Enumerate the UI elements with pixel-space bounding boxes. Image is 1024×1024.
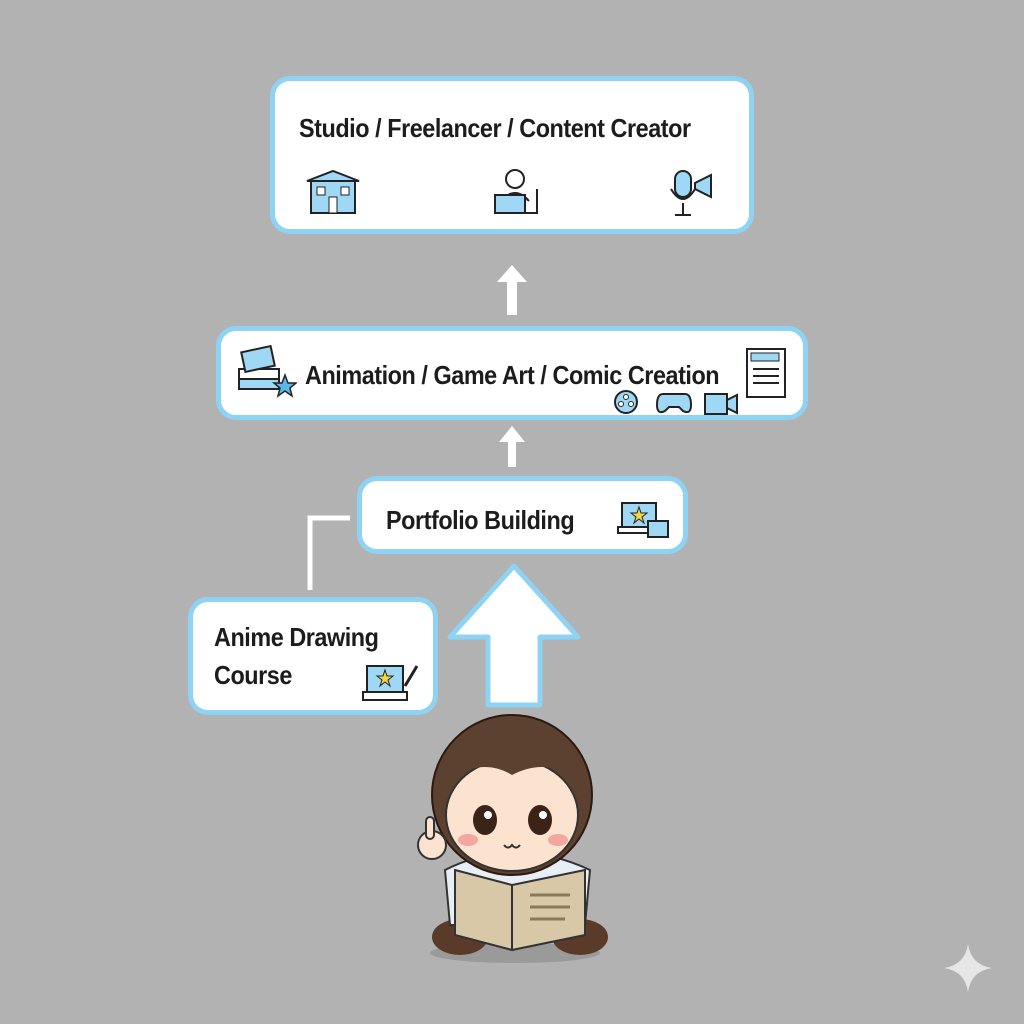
freelancer-laptop-icon — [494, 169, 538, 214]
node-label: Studio / Freelancer / Content Creator — [299, 113, 691, 143]
microphone-video-icon — [670, 170, 712, 216]
node-anime-drawing-course: Anime Drawing Course — [188, 597, 438, 715]
node-label-line1: Anime Drawing — [214, 622, 379, 652]
chibi-student-reading-illustration — [417, 714, 608, 963]
comic-document-icon — [746, 348, 786, 398]
laptop-pen-icon — [362, 665, 419, 701]
film-reel-icon — [614, 390, 638, 414]
node-studio-freelancer-creator: Studio / Freelancer / Content Creator — [270, 76, 754, 234]
node-animation-gameart-comic: Animation / Game Art / Comic Creation — [216, 326, 808, 420]
laptop-star-portfolio-icon — [617, 502, 669, 538]
node-portfolio-building: Portfolio Building — [357, 476, 688, 554]
node-label-line2: Course — [214, 660, 292, 690]
arrow-up-middle — [499, 426, 525, 467]
arrow-up-top — [497, 265, 527, 315]
gamepad-icon — [655, 393, 693, 414]
node-label: Portfolio Building — [386, 505, 575, 535]
sparkle-icon — [944, 944, 992, 992]
books-star-icon — [238, 345, 297, 398]
studio-building-icon — [306, 169, 360, 214]
video-camera-icon — [704, 393, 738, 415]
connector-course-to-portfolio — [307, 515, 350, 590]
node-label: Animation / Game Art / Comic Creation — [305, 360, 720, 390]
big-arrow-up — [447, 563, 581, 708]
